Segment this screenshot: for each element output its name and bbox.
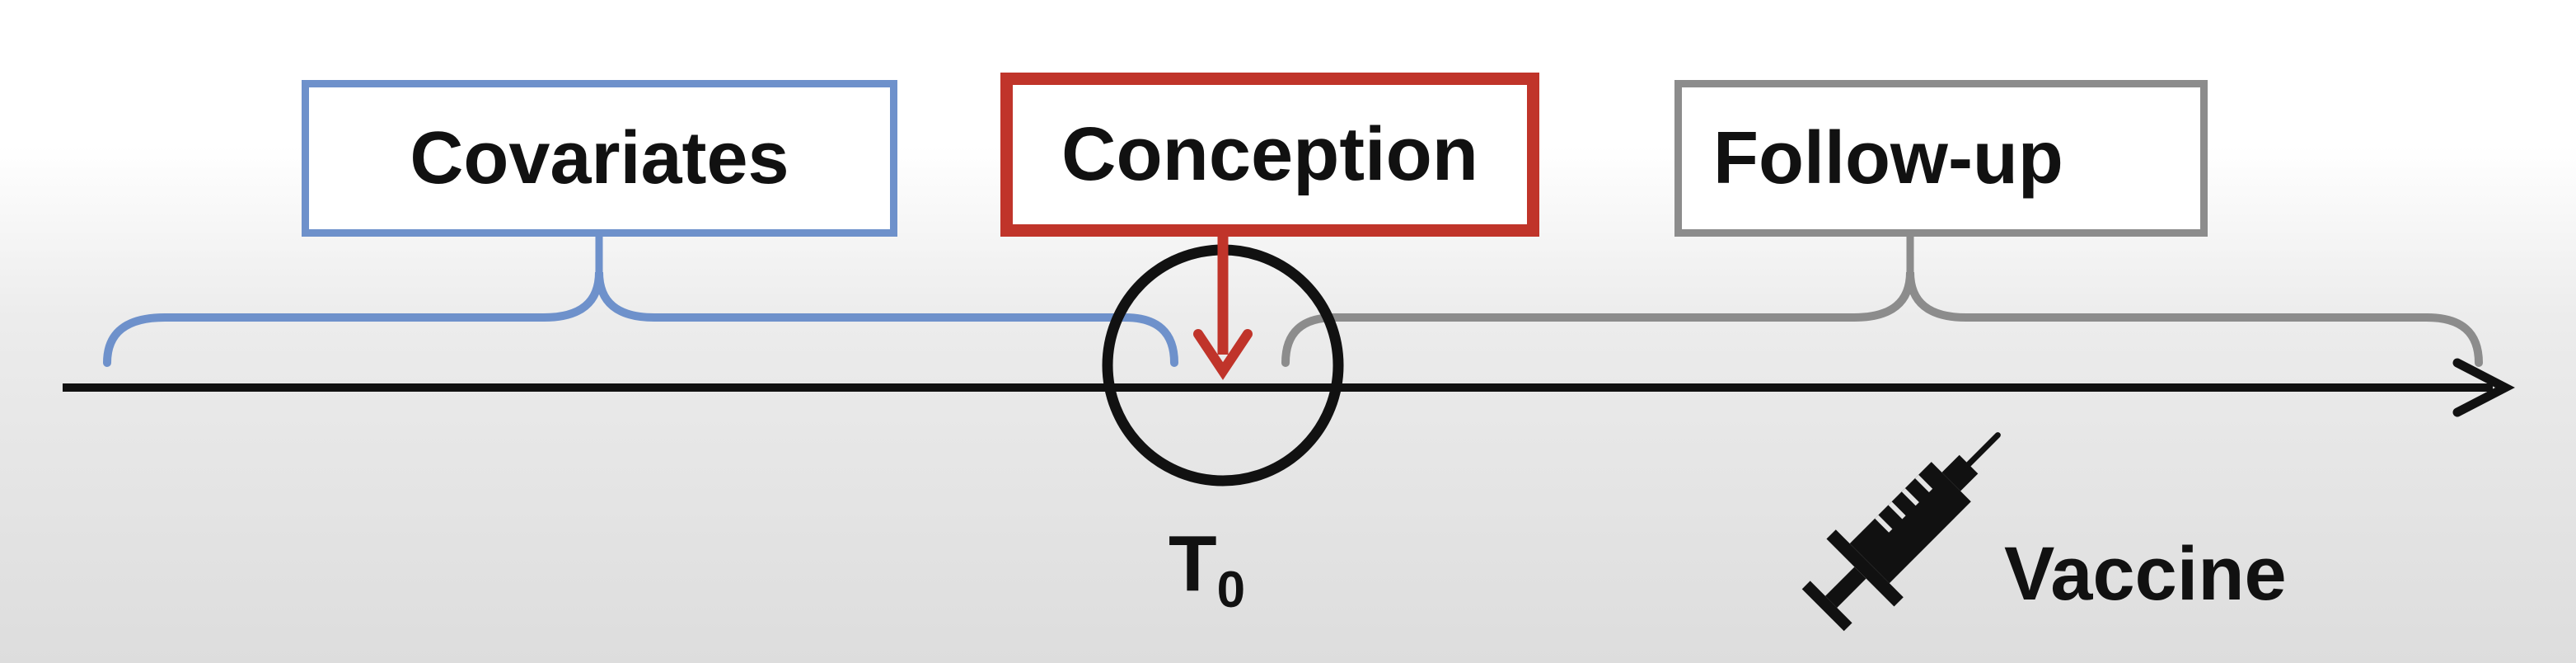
t0-label: T0 bbox=[1169, 524, 1245, 616]
followup-bracket bbox=[1281, 271, 2483, 367]
covariates-box: Covariates bbox=[302, 80, 897, 237]
t0-main: T bbox=[1169, 520, 1217, 608]
followup-label: Follow-up bbox=[1713, 116, 2063, 200]
vaccine-label: Vaccine bbox=[2004, 532, 2287, 616]
covariates-label: Covariates bbox=[410, 116, 789, 200]
conception-label: Conception bbox=[1061, 112, 1478, 196]
covariates-bracket bbox=[103, 271, 1178, 367]
time-axis-arrowhead bbox=[2452, 358, 2515, 417]
t0-subscript: 0 bbox=[1216, 562, 1246, 618]
syringe-icon bbox=[1801, 432, 2001, 632]
conception-box: Conception bbox=[1000, 73, 1539, 237]
conception-arrowhead bbox=[1193, 329, 1253, 380]
followup-box: Follow-up bbox=[1674, 80, 2208, 237]
